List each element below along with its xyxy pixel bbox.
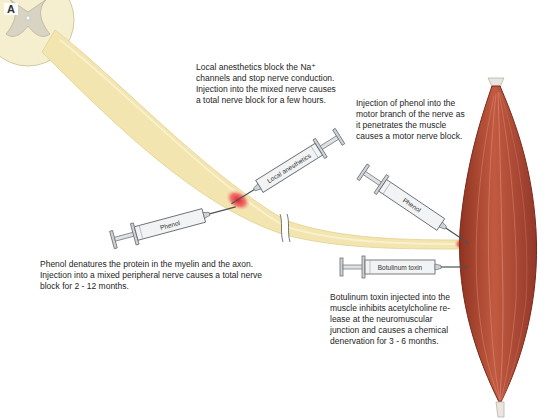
syringe — [340, 256, 468, 278]
annotation-text: Injection of phenol into the motor branc… — [356, 98, 470, 142]
break-mark — [280, 214, 290, 242]
syringe — [109, 196, 238, 250]
syringe-label: Botulinum toxin — [378, 264, 422, 271]
syringe — [356, 162, 474, 252]
figure-letter: A — [4, 3, 18, 15]
syringe-label: Local anesthetics — [266, 152, 312, 185]
annotation-text: Botulinum toxin injected into the muscle… — [330, 292, 454, 347]
syringe — [226, 127, 346, 213]
annotation-text: Local anesthetics block the Na⁺ channels… — [196, 62, 336, 106]
muscle — [460, 78, 537, 417]
annotation-text: Phenol denatures the protein in the myel… — [40, 259, 280, 292]
peripheral-nerve — [42, 30, 470, 249]
